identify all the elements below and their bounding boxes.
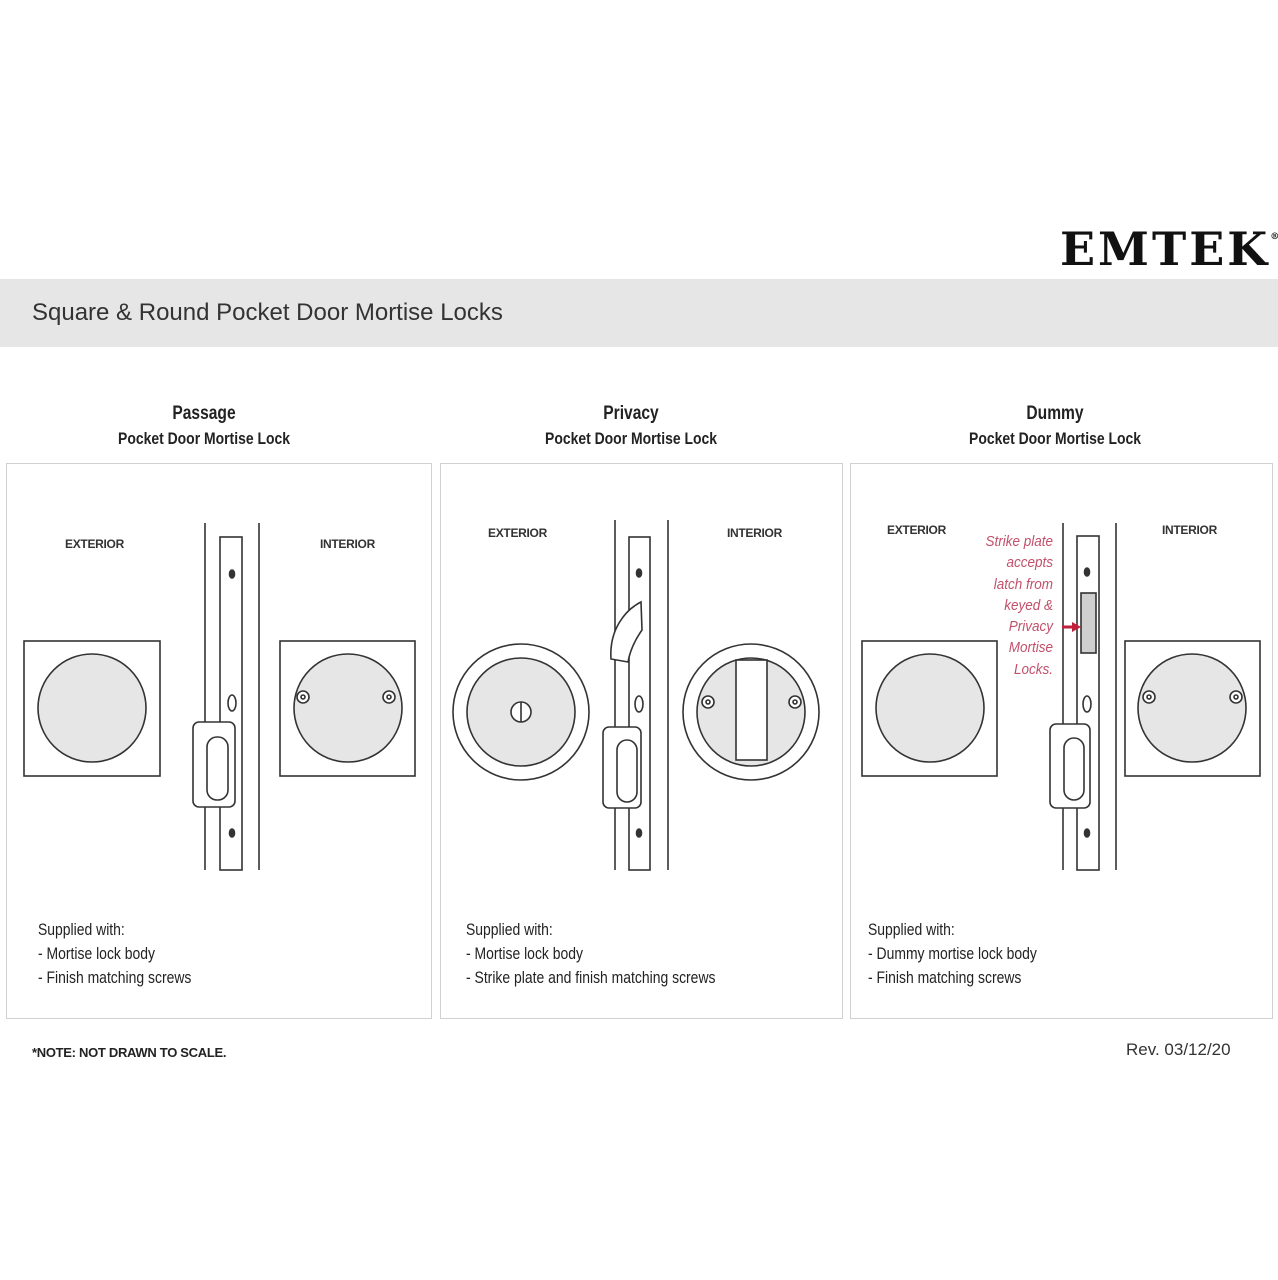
passage-exterior-rose [23,640,161,777]
strike-plate [1080,592,1097,654]
screw-icon [228,828,236,838]
title-band [0,279,1278,347]
thumbturn [735,659,768,761]
emtek-logo: EMTEK® [1060,222,1278,276]
dummy-panel [850,463,1273,1019]
privacy-exterior-rose [452,643,590,781]
privacy-interior-label: INTERIOR [727,526,782,540]
privacy-panel [440,463,843,1019]
privacy-interior-rose [682,643,820,781]
passage-exterior-label: EXTERIOR [65,537,124,551]
dummy-exterior-rose [861,640,998,777]
dummy-door-edge [1049,523,1117,871]
edge-pull [602,726,642,809]
scale-note: *NOTE: NOT DRAWN TO SCALE. [32,1045,227,1060]
dummy-supplied-list: Supplied with:- Dummy mortise lock body-… [868,920,1037,987]
hook-latch [610,600,643,663]
edge-pull [1049,723,1091,809]
dummy-exterior-label: EXTERIOR [887,523,946,537]
dummy-interior-rose [1124,640,1261,777]
page-title: Square & Round Pocket Door Mortise Locks [32,299,503,326]
revision-date: Rev. 03/12/20 [1126,1040,1231,1059]
screw-icon [228,569,236,579]
dummy-interior-label: INTERIOR [1162,523,1217,537]
passage-panel [6,463,432,1019]
passage-supplied-list: Supplied with:- Mortise lock body- Finis… [38,920,192,987]
passage-interior-rose [279,640,416,777]
privacy-supplied-list: Supplied with:- Mortise lock body- Strik… [466,920,716,987]
passage-door-edge [192,523,260,871]
passage-interior-label: INTERIOR [320,537,375,551]
privacy-door-edge [602,520,669,871]
privacy-exterior-label: EXTERIOR [488,526,547,540]
edge-pull [192,721,236,808]
